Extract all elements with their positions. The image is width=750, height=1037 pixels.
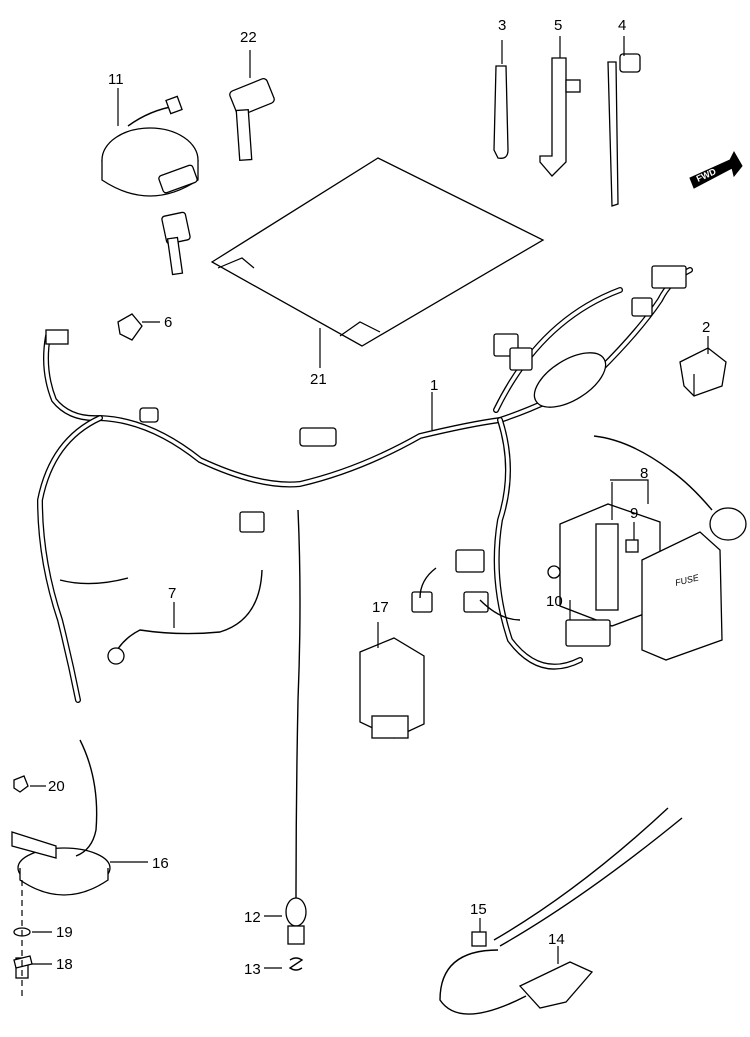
callout-5: 5 bbox=[554, 17, 562, 34]
callout-10: 10 bbox=[546, 593, 563, 610]
callout-15: 15 bbox=[470, 901, 487, 918]
neutral-switch-wire bbox=[264, 509, 307, 971]
relay-2 bbox=[679, 336, 727, 397]
ignition-switch bbox=[101, 88, 199, 276]
callout-1: 1 bbox=[430, 377, 438, 394]
fuse-box-assembly: FUSE bbox=[547, 435, 747, 661]
callout-6: 6 bbox=[164, 314, 172, 331]
callout-3: 3 bbox=[498, 17, 506, 34]
key-part bbox=[229, 50, 275, 162]
callout-12: 12 bbox=[244, 909, 261, 926]
manual-sheet bbox=[210, 157, 545, 368]
callout-13: 13 bbox=[244, 961, 261, 978]
callout-19: 19 bbox=[56, 924, 73, 941]
callout-9: 9 bbox=[630, 505, 638, 522]
lead-wire-7 bbox=[59, 569, 263, 665]
callout-8: 8 bbox=[640, 465, 648, 482]
callout-2: 2 bbox=[702, 319, 710, 336]
callout-4: 4 bbox=[618, 17, 626, 34]
callout-22: 22 bbox=[240, 29, 257, 46]
horn-assembly bbox=[11, 739, 148, 1000]
callout-14: 14 bbox=[548, 931, 565, 948]
callout-20: 20 bbox=[48, 778, 65, 795]
cable-tie-4 bbox=[607, 36, 641, 207]
callout-16: 16 bbox=[152, 855, 169, 872]
callout-18: 18 bbox=[56, 956, 73, 973]
callout-11: 11 bbox=[108, 71, 124, 88]
callout-17: 17 bbox=[372, 599, 389, 616]
fwd-arrow-icon: FWD bbox=[689, 150, 743, 189]
wiring-harness bbox=[37, 265, 693, 703]
relay-17 bbox=[359, 622, 425, 739]
callout-21: 21 bbox=[310, 371, 327, 388]
callout-7: 7 bbox=[168, 585, 176, 602]
sensor-wire bbox=[439, 807, 683, 1015]
clamp-bracket-5 bbox=[539, 36, 581, 177]
clamp-band-3 bbox=[493, 40, 509, 159]
clip-6 bbox=[117, 313, 160, 341]
